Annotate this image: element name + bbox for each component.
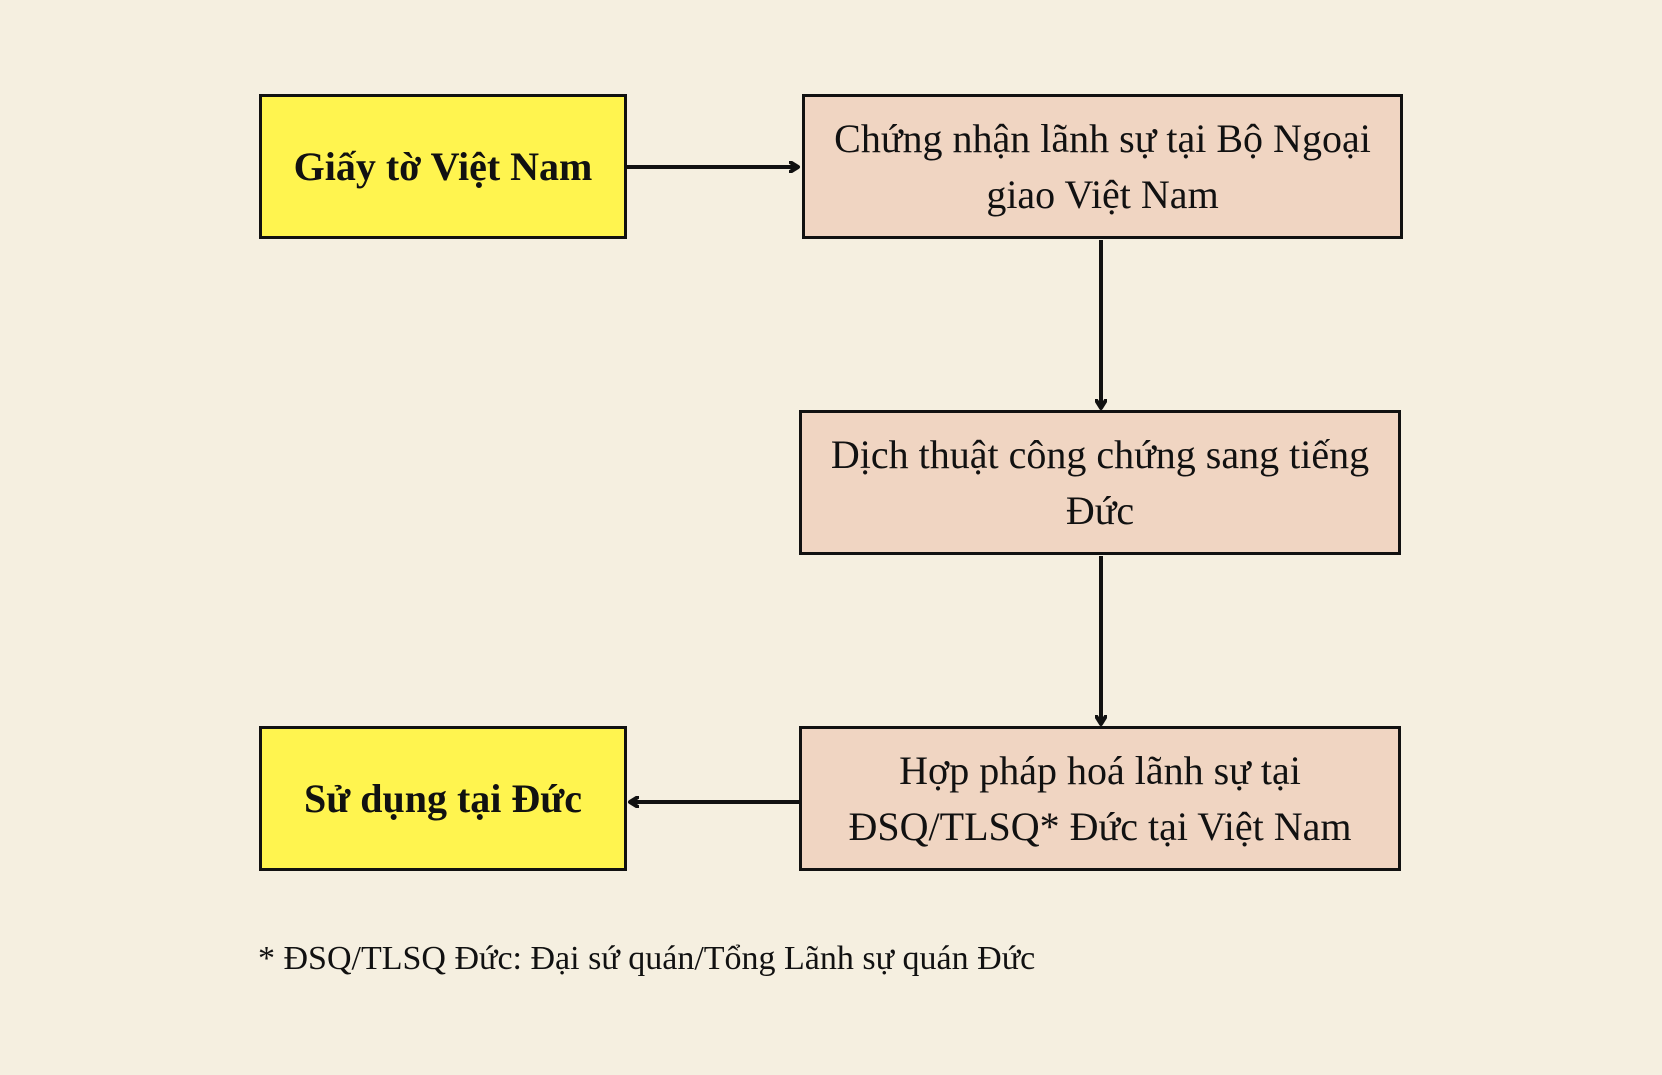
node-consular-legalization: Hợp pháp hoá lãnh sự tại ĐSQ/TLSQ* Đức t… — [799, 726, 1401, 871]
node-use-in-germany-label: Sử dụng tại Đức — [303, 776, 583, 821]
node-certified-translation-label: Dịch thuật công chứng sang tiếng Đức — [830, 431, 1370, 533]
node-certified-translation: Dịch thuật công chứng sang tiếng Đức — [799, 410, 1401, 555]
node-vietnamese-documents: Giấy tờ Việt Nam — [259, 94, 627, 239]
node-use-in-germany: Sử dụng tại Đức — [259, 726, 627, 871]
node-consular-certification: Chứng nhận lãnh sự tại Bộ Ngoại giao Việ… — [802, 94, 1403, 239]
node-consular-legalization-label: Hợp pháp hoá lãnh sự tại ĐSQ/TLSQ* Đức t… — [848, 747, 1352, 849]
node-consular-certification-label: Chứng nhận lãnh sự tại Bộ Ngoại giao Việ… — [834, 115, 1371, 217]
footnote: * ĐSQ/TLSQ Đức: Đại sứ quán/Tổng Lãnh sự… — [258, 940, 1036, 977]
node-vietnamese-documents-label: Giấy tờ Việt Nam — [293, 144, 593, 189]
